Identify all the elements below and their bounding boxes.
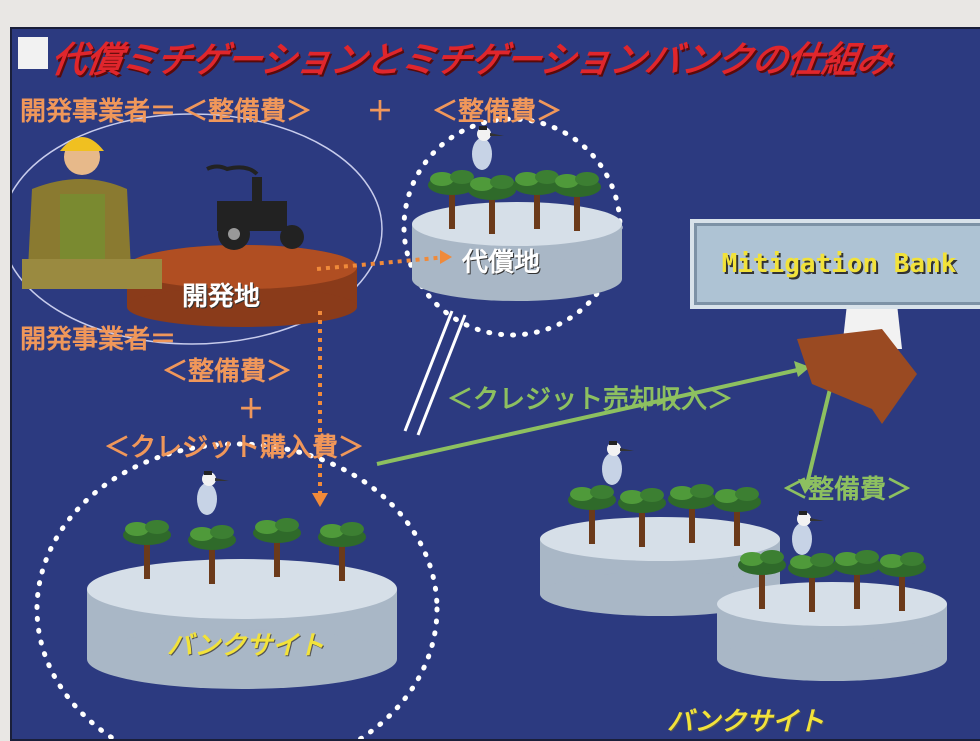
mid-formula-term2: ＜クレジット購入費＞: [104, 433, 365, 463]
credit-sale-arrow: [376, 367, 803, 466]
compensation-site-cylinder: [412, 126, 622, 301]
mid-formula-plus: ＋: [238, 395, 265, 425]
top-formula-term1: ＜整備費＞: [182, 97, 313, 127]
diagram-panel: 代償ミチゲーションとミチゲーションバンクの仕組み 開発事業者＝ ＜整備費＞ ＋ …: [10, 27, 980, 741]
bank-cost-arrow: [805, 388, 832, 485]
bank-site-label-right: バンクサイト: [667, 707, 825, 737]
top-formula-plus: ＋: [367, 97, 394, 127]
top-formula-term2: ＜整備費＞: [432, 97, 563, 127]
mid-formula-lhs: 開発事業者＝: [20, 325, 177, 355]
diagram-graphics: [12, 113, 947, 739]
credit-sale-label: ＜クレジット売却収入＞: [447, 385, 734, 415]
dev-site-label: 開発地: [182, 282, 261, 312]
bank-site-label-left: バンクサイト: [167, 631, 325, 661]
page-title: 代償ミチゲーションとミチゲーションバンクの仕組み: [48, 40, 895, 81]
mitigation-bank-sign: Mitigation Bank: [690, 219, 980, 309]
bank-name: Mitigation Bank: [721, 249, 957, 279]
developer-outline: [12, 113, 383, 345]
tractor-icon: [206, 164, 304, 250]
mid-formula-term1: ＜整備費＞: [162, 357, 293, 387]
worker-icon: [22, 137, 162, 289]
bank-site-cylinder-right-back: [540, 441, 780, 616]
bank-cost-label: ＜整備費＞: [782, 475, 913, 505]
compensation-site-label: 代償地: [462, 248, 541, 278]
dev-to-compensation-arrow: [316, 255, 448, 271]
bank-site-outline-left: [34, 441, 440, 739]
top-formula-lhs: 開発事業者＝: [20, 97, 177, 127]
bank-site-cylinder-left: [87, 471, 397, 689]
title-bullet-icon: [18, 37, 48, 69]
bank-site-cylinder-right-front: [717, 511, 947, 681]
